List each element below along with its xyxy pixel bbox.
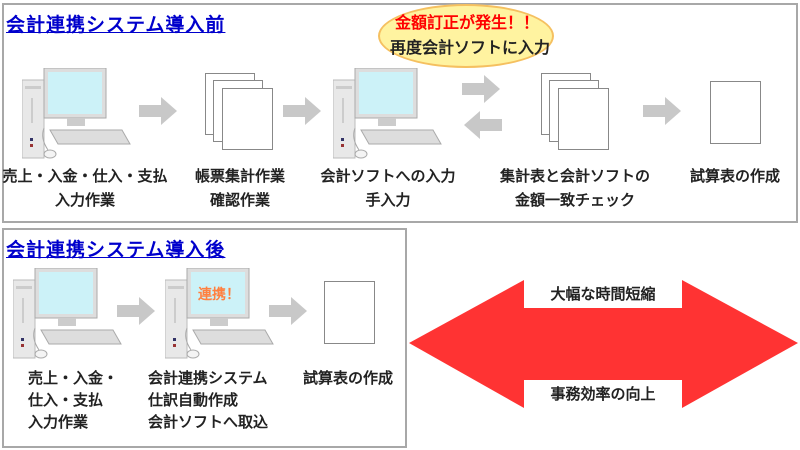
label-line: 会計ソフトへ取込 <box>148 413 269 431</box>
step-label: 帳票集計作業確認作業 <box>195 164 285 212</box>
benefit-efficiency: 事務効率の向上 <box>550 385 656 403</box>
callout-bubble <box>378 4 554 68</box>
step-label: 売上・入金・仕入・支払入力作業 <box>28 367 118 433</box>
label-line: 確認作業 <box>209 191 271 209</box>
label-line: 入力作業 <box>54 191 116 209</box>
step-label: 試算表の作成 <box>303 367 393 389</box>
step-label: 試算表の作成 <box>690 164 780 188</box>
label-line: 入力作業 <box>28 413 89 431</box>
label-line: 会計ソフトへの入力 <box>320 167 456 185</box>
benefit-time-saving: 大幅な時間短縮 <box>550 285 656 303</box>
step-label: 売上・入金・仕入・支払入力作業 <box>2 164 167 212</box>
label-line: 会計連携システム <box>148 369 268 387</box>
callout-text: 再度会計ソフトに入力 <box>389 38 551 57</box>
label-line: 試算表の作成 <box>689 167 781 185</box>
label-line: 集計表と会計ソフトの <box>499 167 651 185</box>
label-line: 仕訳自動作成 <box>148 391 239 409</box>
document-icon <box>324 281 375 344</box>
step-label: 集計表と会計ソフトの金額一致チェック <box>500 164 650 212</box>
callout-alert: 金額訂正が発生！！ <box>394 13 540 32</box>
label-line: 売上・入金・仕入・支払 <box>2 167 168 185</box>
screen-link-text: 連携！ <box>198 287 240 303</box>
step-label: 会計連携システム仕訳自動作成会計ソフトへ取込 <box>148 367 268 433</box>
step-label: 会計ソフトへの入力手入力 <box>320 164 455 212</box>
label-line: 帳票集計作業 <box>194 167 286 185</box>
after-title: 会計連携システム導入後 <box>6 239 226 261</box>
before-title: 会計連携システム導入前 <box>6 14 226 36</box>
label-line: 仕入・支払 <box>28 391 104 409</box>
label-line: 試算表の作成 <box>303 369 394 387</box>
label-line: 金額一致チェック <box>514 191 636 209</box>
document-icon <box>710 81 761 144</box>
label-line: 手入力 <box>365 191 411 209</box>
label-line: 売上・入金・ <box>28 369 119 387</box>
